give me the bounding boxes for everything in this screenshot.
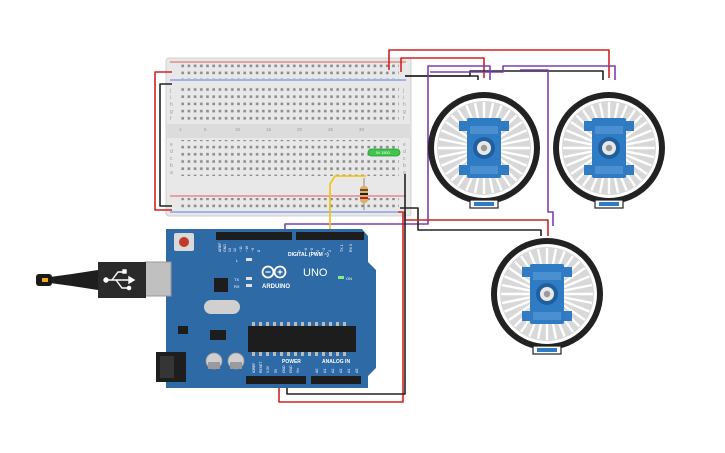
column-number: 15 [266,127,272,132]
wire-yellow-signal[interactable] [329,175,366,238]
wire-red-left[interactable] [154,71,172,211]
servo-icon[interactable] [551,90,667,210]
led-label: 5V 150Ω [376,151,390,155]
row-letters-bottom: e d c b a e d c b a [170,142,406,176]
pin-label: IOREF [252,363,256,373]
row-letter: f [170,116,172,122]
pin-label: 4 [316,250,320,252]
row-letter: c [403,156,406,162]
servo-icon[interactable] [489,236,605,356]
wire-black-servo3[interactable] [400,207,542,236]
servo-icon[interactable] [426,90,542,210]
pin-label: 12 [233,248,237,252]
power-pin-labels: IOREF RESET 3.3V 5V GND GND Vin [252,362,300,373]
wire-red-servo1[interactable] [400,57,485,78]
digital-label: DIGITAL (PWM ~) [288,252,329,258]
wire-purple-servo2[interactable] [430,65,616,80]
digital-pin-labels: AREF GND 13 12 ~11 ~10 ~9 8 7 ~6 ~5 4 ~3… [218,242,353,252]
pin-label: A5 [355,369,359,373]
column-number: 30 [359,127,365,132]
row-letter: f [403,116,405,122]
row-letter: i [170,95,171,101]
column-number: 1 [179,127,182,132]
pin-label: 8 [257,250,261,252]
pin-label: ~3 [322,248,326,252]
wire-red-power[interactable] [278,211,404,403]
pin-label: RESET [259,362,263,373]
pin-label: ~11 [239,246,243,252]
pin-label: GND [223,244,227,252]
column-number: 10 [235,127,241,132]
row-letter: c [170,156,173,162]
arduino-board: DIGITAL (PWM ~) UNO ARDUINO L TX RX ON P… [144,229,376,388]
pin-label: 2 [328,250,332,252]
pin-label: GND [282,365,286,373]
column-number: 25 [328,127,334,132]
row-letter: j [169,88,171,94]
row-letter: a [170,170,173,176]
pin-label: ~9 [251,248,255,252]
pin-label: AREF [218,242,222,252]
pin-label: RX 0 [349,244,353,252]
row-letter: g [403,109,406,115]
row-letter: g [170,109,173,115]
pin-label: ~5 [310,248,314,252]
wire-black-servo2[interactable] [405,70,604,80]
pin-label: ~10 [245,246,249,252]
breadboard: j i h g f j i h g f e d c b a e d c b a … [165,57,412,217]
wire-red-top[interactable] [388,49,610,78]
analog-label: ANALOG IN [322,359,350,365]
pin-label: 5V [274,368,278,373]
pin-label: A3 [339,369,343,373]
pin-label: A0 [315,369,319,373]
column-number: 20 [297,127,303,132]
pin-label: ~6 [304,248,308,252]
pin-label: 3.3V [266,365,270,373]
row-letter: e [403,142,406,148]
wires [154,49,616,403]
row-letter: i [403,95,404,101]
row-letters-top: j i h g f j i h g f [169,88,406,122]
row-letter: h [170,102,173,108]
pin-label: A4 [347,369,351,373]
analog-pin-labels: A0 A1 A2 A3 A4 A5 [315,369,359,373]
row-letter: j [402,88,404,94]
pin-label: Vin [296,368,300,373]
wire-purple-servo3[interactable] [520,69,554,226]
wire-purple-servo1[interactable] [284,65,491,234]
led-icon[interactable]: 5V 150Ω [367,148,401,157]
board-name: UNO [303,267,328,279]
row-letter: d [170,149,173,155]
infinity-logo [261,265,287,279]
row-letter: e [170,142,173,148]
pin-label: A2 [331,369,335,373]
wire-black-left[interactable] [159,83,172,207]
pin-label: TX 1 [340,244,344,252]
row-letter: h [403,102,406,108]
pin-label: A1 [323,369,327,373]
on-label: ON [346,276,352,281]
row-letter: b [403,163,406,169]
rx-label: RX [234,284,240,289]
l-label: L [236,258,239,263]
pin-label: GND [289,365,293,373]
column-numbers: 1 5 10 15 20 25 30 [179,127,365,132]
pin-label: 7 [298,250,302,252]
row-letter: b [170,163,173,169]
power-label: POWER [282,359,301,365]
pin-label: 13 [228,248,232,252]
tx-label: TX [234,277,239,282]
brand-label: ARDUINO [262,284,290,290]
row-letter: d [403,149,406,155]
column-number: 5 [204,127,207,132]
usb-cable-icon[interactable] [36,262,146,298]
resistor-icon[interactable] [360,178,368,210]
row-letter: a [403,170,406,176]
